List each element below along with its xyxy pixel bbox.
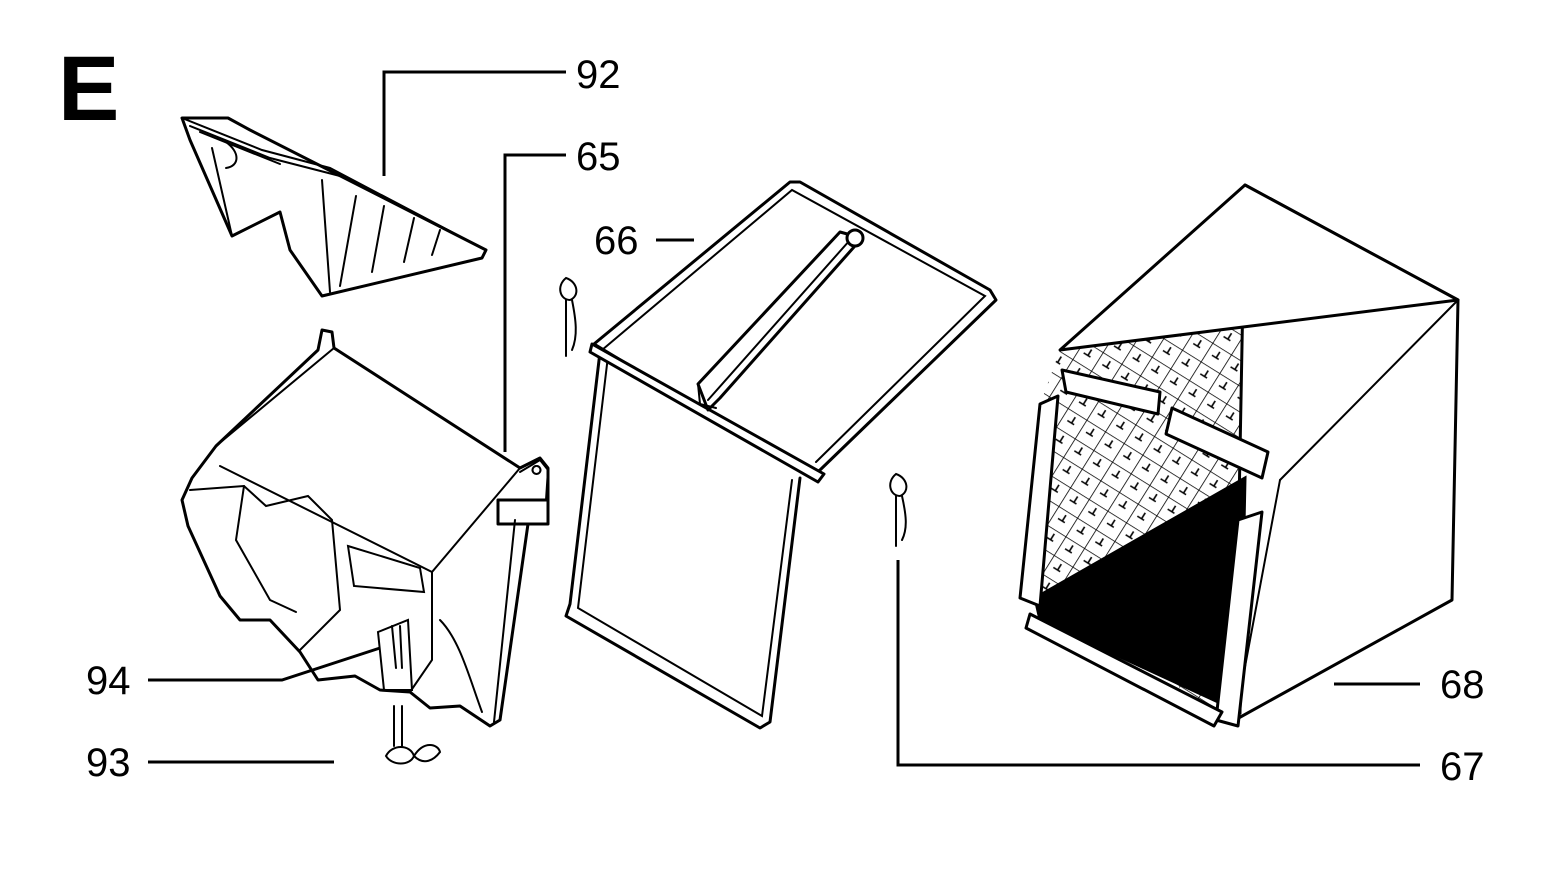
callout-66: 66: [594, 219, 639, 263]
part-93-pin: [384, 705, 442, 765]
callout-92: 92: [576, 53, 621, 97]
leader-67: [896, 560, 1420, 767]
part-67-clip-right: [889, 472, 908, 547]
leader-92: [382, 70, 566, 176]
part-67-clip-left: [559, 276, 578, 357]
leader-94: [148, 646, 381, 682]
callout-94: 94: [86, 659, 131, 703]
part-68-mesh-bag: [1018, 183, 1460, 728]
callout-93: 93: [86, 741, 131, 785]
leader-lines: [148, 70, 1420, 767]
callout-67: 67: [1440, 745, 1485, 789]
section-label: E: [58, 38, 119, 140]
part-65-chute-housing: [180, 328, 550, 728]
leader-65: [503, 153, 566, 452]
callout-68: 68: [1440, 663, 1485, 707]
callout-65: 65: [576, 135, 621, 179]
part-92-deflector: [180, 116, 488, 298]
part-66-frame: [564, 180, 998, 730]
